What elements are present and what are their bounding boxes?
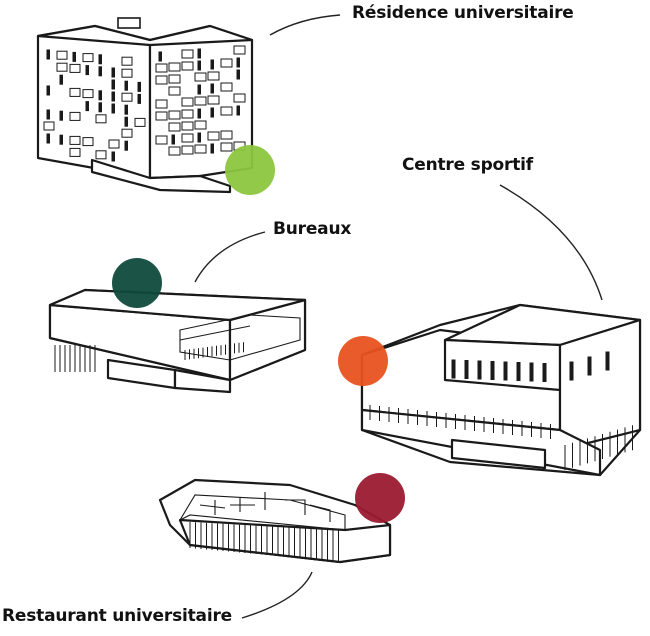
connector-residence: [269, 14, 341, 36]
label-restaurant: Restaurant universitaire: [2, 606, 232, 626]
label-residence: Résidence universitaire: [352, 3, 574, 23]
label-bureaux: Bureaux: [273, 219, 352, 239]
connector-bureaux: [194, 231, 266, 283]
marker-centre-sportif: [338, 336, 388, 386]
connector-restaurant: [241, 571, 313, 619]
building-restaurant: [158, 478, 392, 564]
connector-sport: [499, 184, 603, 301]
building-centre-sportif: [360, 303, 642, 477]
marker-residence: [225, 145, 275, 195]
marker-bureaux: [112, 258, 162, 308]
label-centre-sportif: Centre sportif: [402, 155, 533, 175]
marker-restaurant: [355, 473, 405, 523]
building-residence: [36, 17, 254, 194]
building-bureaux: [48, 288, 307, 394]
